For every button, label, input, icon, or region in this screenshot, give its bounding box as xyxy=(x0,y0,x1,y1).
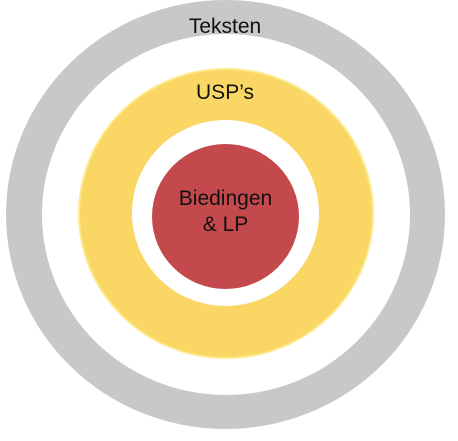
outer-ring-label: Teksten xyxy=(188,15,262,38)
middle-ring-label: USP’s xyxy=(196,81,254,104)
inner-circle-biedingen xyxy=(152,144,299,289)
middle-ring-usps xyxy=(78,68,374,359)
inner-circle-label: Biedingen & LP xyxy=(178,187,273,236)
